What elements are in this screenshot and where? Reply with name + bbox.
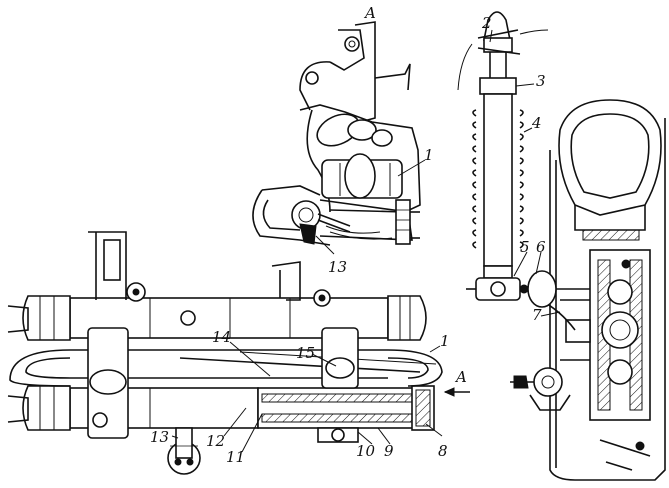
callout-12: 12 xyxy=(206,432,225,450)
view-arrow xyxy=(443,387,470,397)
wheel-section xyxy=(510,99,666,481)
callout-4: 4 xyxy=(531,114,542,132)
arrow-a-label: A xyxy=(454,368,467,386)
callout-3: 3 xyxy=(536,72,546,90)
callout-1-top: 1 xyxy=(424,146,434,164)
callout-14: 14 xyxy=(212,328,231,346)
callout-6: 6 xyxy=(536,238,546,256)
callout-8: 8 xyxy=(438,442,448,460)
callout-11: 11 xyxy=(226,448,245,466)
coil-spring xyxy=(472,109,524,249)
callout-15: 15 xyxy=(296,344,315,362)
view-a-label: A xyxy=(363,4,376,22)
callout-13-bottom: 13 xyxy=(150,428,169,446)
shock-absorber xyxy=(457,11,549,301)
callout-13-top: 13 xyxy=(328,258,347,276)
callout-1-bottom: 1 xyxy=(440,332,450,350)
callout-5: 5 xyxy=(520,238,530,256)
view-a-bracket-assembly xyxy=(252,21,421,246)
callout-10: 10 xyxy=(356,442,376,460)
callout-7: 7 xyxy=(532,306,542,324)
callout-9: 9 xyxy=(384,442,394,460)
callout-2: 2 xyxy=(481,14,492,32)
axle-assembly xyxy=(7,231,443,475)
leader-lines xyxy=(171,29,561,453)
